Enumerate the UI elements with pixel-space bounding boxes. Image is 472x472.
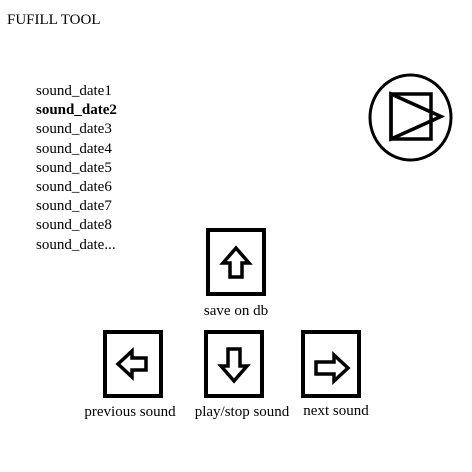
play-stop-button-label: play/stop sound — [194, 404, 290, 420]
next-sound-button-label: next sound — [303, 403, 369, 419]
sound-list-item[interactable]: sound_date1 — [36, 83, 112, 99]
previous-sound-button-label: previous sound — [84, 404, 176, 420]
arrow-up-icon — [219, 245, 253, 279]
previous-sound-button[interactable] — [103, 330, 163, 398]
arrow-down-icon — [217, 347, 251, 384]
sound-list-item[interactable]: sound_date6 — [36, 178, 112, 195]
sound-list-item[interactable]: sound_date8 — [36, 217, 112, 234]
play-icon[interactable] — [368, 72, 454, 164]
sound-list-item[interactable]: sound_date... — [36, 236, 116, 253]
sound-list-item[interactable]: sound_date4 — [36, 140, 112, 157]
arrow-right-icon — [314, 350, 351, 386]
next-sound-button[interactable] — [301, 330, 361, 398]
sound-list-item[interactable]: sound_date7 — [36, 198, 112, 215]
app-title: FUFILL TOOL — [7, 12, 101, 28]
sound-list-item[interactable]: sound_date5 — [36, 159, 112, 176]
save-button[interactable] — [206, 228, 266, 296]
arrow-left-icon — [115, 346, 148, 382]
play-stop-button[interactable] — [204, 330, 264, 398]
sound-list: sound_date1 sound_date2 sound_date3 soun… — [36, 82, 117, 255]
sound-list-item[interactable]: sound_date3 — [36, 121, 112, 138]
sound-list-item-selected[interactable]: sound_date2 — [36, 102, 117, 119]
save-button-label: save on db — [203, 303, 269, 319]
